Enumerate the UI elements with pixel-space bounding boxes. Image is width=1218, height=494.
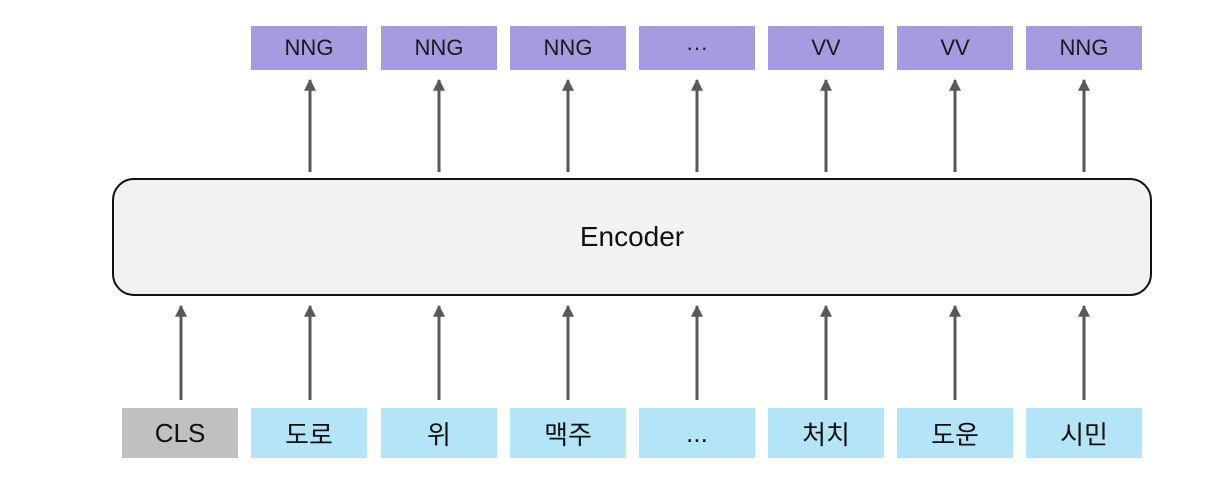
output-tag: VV: [897, 26, 1013, 70]
output-tag: NNG: [251, 26, 367, 70]
input-token: 위: [381, 408, 497, 458]
input-token: 처치: [768, 408, 884, 458]
input-token: 도로: [251, 408, 367, 458]
encoder-block: Encoder: [112, 178, 1152, 296]
output-tag: NNG: [1026, 26, 1142, 70]
output-tag: VV: [768, 26, 884, 70]
encoder-label: Encoder: [579, 221, 685, 252]
output-tag-ellipsis: ···: [639, 26, 755, 70]
output-tag: NNG: [510, 26, 626, 70]
input-token: 도운: [897, 408, 1013, 458]
output-tag: NNG: [381, 26, 497, 70]
input-token: 맥주: [510, 408, 626, 458]
input-token-ellipsis: ...: [639, 408, 755, 458]
input-token: 시민: [1026, 408, 1142, 458]
input-token-cls: CLS: [122, 408, 238, 458]
